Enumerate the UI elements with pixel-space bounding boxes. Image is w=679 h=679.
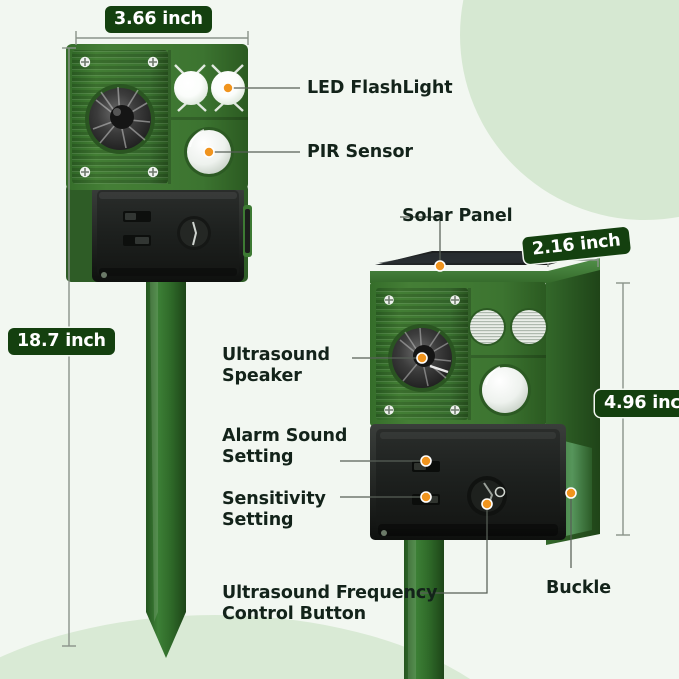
callout-label-alarm-sound-setting: Alarm Sound Setting <box>222 426 348 468</box>
front-ground-stake <box>146 280 186 658</box>
front-control-panel <box>66 184 252 282</box>
angled-top-lip <box>370 258 600 283</box>
callout-label-pir-sensor: PIR Sensor <box>307 142 413 162</box>
dimension-badge-height-unit: 4.96 inch <box>595 390 679 417</box>
leader-lines <box>209 87 572 594</box>
callout-label-ultrasound-speaker: Ultrasound Speaker <box>222 345 330 387</box>
callout-label-solar-panel: Solar Panel <box>402 206 513 226</box>
callout-label-ultrasound-frequency-control-button: Ultrasound Frequency Control Button <box>222 583 438 625</box>
angled-control-panel <box>370 424 566 540</box>
dimension-badge-height-total: 18.7 inch <box>8 328 115 355</box>
callout-label-led-flashlight: LED FlashLight <box>307 78 453 98</box>
callout-label-sensitivity-setting: Sensitivity Setting <box>222 489 326 531</box>
leader-solar-panel <box>400 216 441 266</box>
front-main-body <box>66 44 248 190</box>
angled-main-body <box>370 282 548 426</box>
callout-label-buckle: Buckle <box>546 578 612 598</box>
angled-view-device <box>370 251 600 679</box>
front-view-device <box>66 44 252 658</box>
angled-pir-sensor <box>479 364 531 416</box>
leader-ultrasound-frequency <box>418 507 488 594</box>
angled-led-flashlight <box>468 308 548 346</box>
decorative-blob-bottom-left <box>0 615 470 679</box>
front-led-flashlight <box>174 64 245 112</box>
decorative-blob-top-right <box>460 0 679 220</box>
front-ultrasound-speaker <box>85 84 155 154</box>
dimension-badge-width-front: 3.66 inch <box>105 6 212 33</box>
angled-ground-stake <box>404 520 444 679</box>
anchor-dots <box>203 82 577 510</box>
